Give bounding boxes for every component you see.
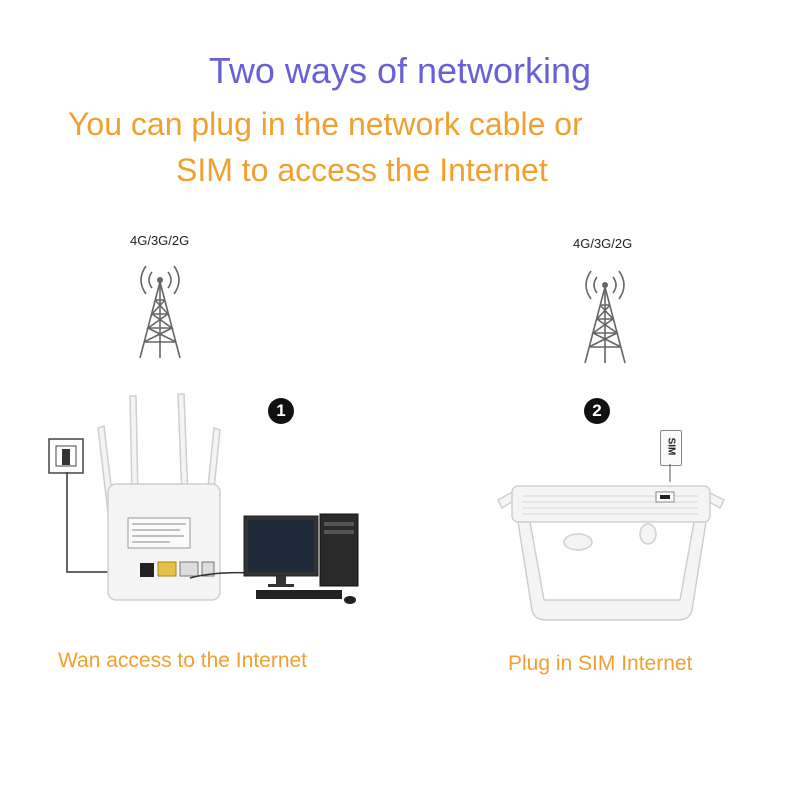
right-caption: Plug in SIM Internet [508, 652, 693, 675]
power-socket-icon [48, 438, 84, 474]
subtitle-line-2: SIM to access the Internet [176, 152, 548, 188]
sim-label: SIM [665, 437, 677, 456]
router-image [97, 393, 221, 601]
step-1-badge: 1 [268, 398, 294, 424]
sim-card-icon: SIM [660, 430, 682, 466]
router-image [497, 485, 726, 621]
cell-tower-icon [139, 265, 181, 359]
right-network-label: 4G/3G/2G [573, 236, 633, 251]
cell-tower-icon [584, 270, 626, 364]
sim-arrow [669, 464, 671, 482]
left-network-label: 4G/3G/2G [130, 233, 190, 248]
step-2-badge: 2 [584, 398, 610, 424]
page-title: Two ways of networking [208, 50, 592, 91]
left-caption: Wan access to the Internet [58, 649, 308, 672]
subtitle-line-1: You can plug in the network cable or [68, 106, 583, 142]
desktop-computer-image [243, 513, 359, 604]
